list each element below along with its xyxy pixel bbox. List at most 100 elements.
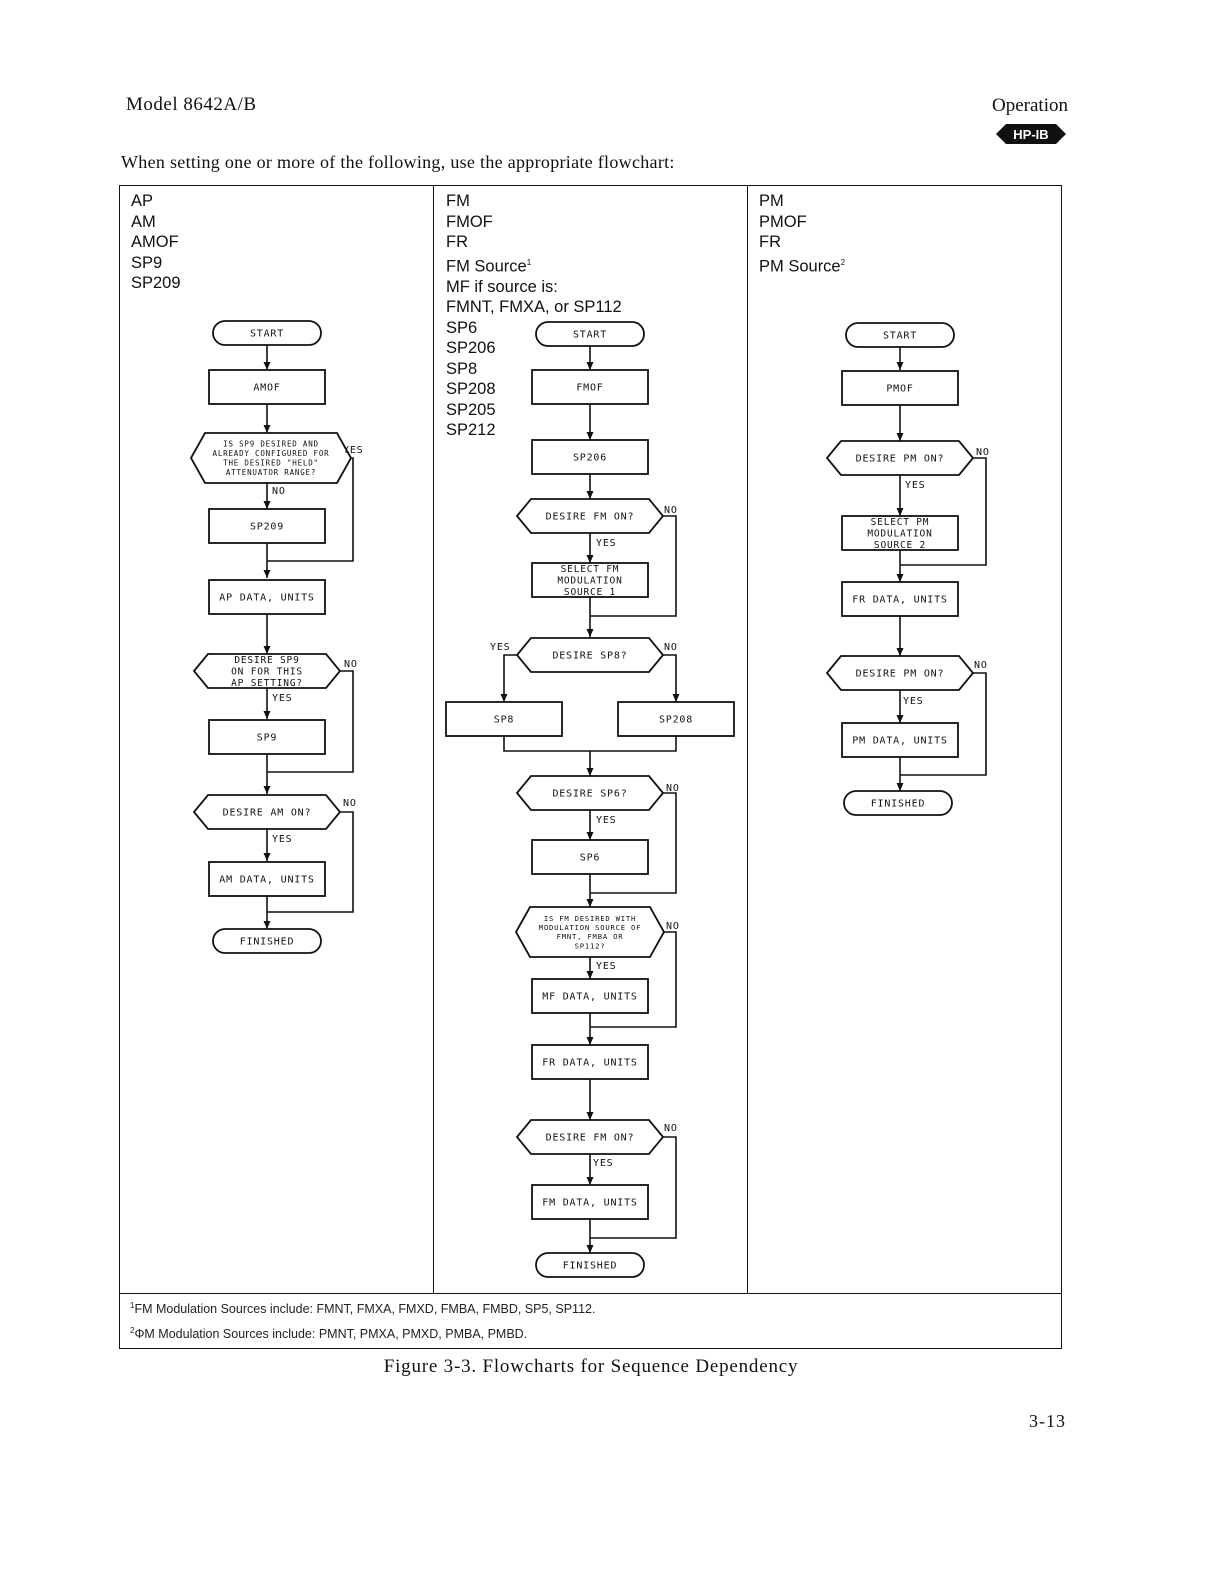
process-node-fr-data [531, 1044, 649, 1080]
no-label: NO [974, 660, 988, 671]
command-list-item: FR [446, 232, 622, 253]
process-node-pm-data [841, 722, 959, 758]
command-list-item: FM Source1 [446, 253, 622, 277]
command-list-item: SP9 [131, 253, 181, 274]
process-node-ap-data [208, 579, 326, 615]
command-list-item: SP208 [446, 379, 622, 400]
command-list-label: SP6 [446, 318, 478, 337]
process-label-sp6: SP6 [580, 853, 600, 864]
no-branch-line [900, 457, 987, 566]
arrowhead [586, 629, 594, 637]
process-node-fr-data [841, 581, 959, 617]
arrowhead [896, 362, 904, 370]
arrowhead [263, 646, 271, 654]
terminal-node-finished [843, 790, 953, 816]
decision-label-q-pm-on-1: DESIRE PM ON? [856, 454, 945, 465]
process-node-am-data [208, 861, 326, 897]
command-list-item: SP212 [446, 420, 622, 441]
process-label-sp8: SP8 [494, 715, 514, 726]
process-label-pm-data: PM DATA, UNITS [852, 736, 948, 747]
decision-node-q-am-on [192, 794, 342, 830]
command-list-item: FMNT, FMXA, or SP112 [446, 297, 622, 318]
process-label-fr-data: FR DATA, UNITS [542, 1058, 638, 1069]
yes-label: YES [903, 696, 923, 707]
process-node-sp9 [208, 719, 326, 755]
command-list-item: FR [759, 232, 845, 253]
process-label-sp206: SP206 [573, 453, 607, 464]
process-label-pmof: PMOF [886, 384, 913, 395]
no-branch-line [267, 811, 354, 913]
footnote-mark: 2 [840, 257, 846, 267]
process-label-select-fm-source: MODULATION [557, 575, 622, 586]
decision-node-q-fm-on-1 [515, 498, 665, 534]
decision-label-q-sp6: DESIRE SP6? [552, 789, 627, 800]
no-label: NO [976, 447, 990, 458]
no-label: NO [666, 783, 680, 794]
no-label: NO [343, 798, 357, 809]
footnote-1: 1FM Modulation Sources include: FMNT, FM… [130, 1301, 595, 1316]
no-branch-line [590, 931, 677, 1028]
arrowhead [263, 921, 271, 929]
no-branch-line [590, 515, 677, 617]
process-label-select-pm-source: SELECT PM [871, 517, 930, 528]
process-label-fr-data: FR DATA, UNITS [852, 595, 948, 606]
decision-label-q-sp9-on: ON FOR THIS [231, 666, 303, 677]
terminal-node-start [535, 321, 645, 347]
process-node-fmof [531, 369, 649, 405]
command-list-label: SP212 [446, 421, 496, 439]
decision-label-q-fm-source: FMNT, FMBA OR [557, 932, 624, 941]
process-label-select-pm-source: SOURCE 2 [874, 540, 926, 551]
yes-label: YES [596, 961, 616, 972]
arrowhead [586, 362, 594, 370]
figure-caption: Figure 3-3. Flowcharts for Sequence Depe… [383, 1356, 799, 1377]
yes-label: YES [905, 480, 925, 491]
decision-label-q-sp9-held: ALREADY CONFIGURED FOR [213, 449, 330, 458]
yes-label: YES [272, 834, 292, 845]
yes-label: YES [490, 642, 510, 653]
decision-node-q-sp8 [515, 637, 665, 673]
yes-label: YES [596, 815, 616, 826]
process-node-mf-data [531, 978, 649, 1014]
decision-label-q-sp9-held: THE DESIRED "HELD" [223, 458, 319, 467]
decision-node-q-sp9-held [189, 432, 353, 484]
decision-node-q-fm-on-2 [515, 1119, 665, 1155]
command-list-item: PM Source2 [759, 253, 845, 277]
command-list-item: SP209 [131, 273, 181, 294]
command-list-item: FMOF [446, 212, 622, 233]
command-list-item: PMOF [759, 212, 845, 233]
command-list-item: FM [446, 191, 622, 212]
decision-label-q-fm-source: MODULATION SOURCE OF [539, 923, 642, 932]
decision-node-q-pm-on-2 [825, 655, 975, 691]
footnote-mark: 1 [526, 257, 532, 267]
arrowhead [586, 1112, 594, 1120]
command-list-label: FR [759, 233, 781, 251]
terminal-label-finished: FINISHED [240, 937, 295, 948]
no-branch-line [663, 654, 677, 702]
command-list-label: MF if source is: [446, 277, 558, 296]
command-list-label: SP209 [131, 274, 181, 292]
arrowhead [263, 711, 271, 719]
footnote-2: 2ΦM Modulation Sources include: PMNT, PM… [130, 1326, 527, 1341]
footnote-text: ΦM Modulation Sources include: PMNT, PMX… [134, 1327, 528, 1342]
flowchart-table [119, 185, 1062, 1349]
command-list-item: MF if source is: [446, 277, 622, 298]
decision-label-q-pm-on-2: DESIRE PM ON? [856, 669, 945, 680]
process-node-sp209 [208, 508, 326, 544]
arrowhead [586, 971, 594, 979]
terminal-label-start: START [573, 330, 607, 341]
no-label: NO [666, 921, 680, 932]
command-list-item: AM [131, 212, 181, 233]
decision-node-q-pm-on-1 [825, 440, 975, 476]
arrowhead [263, 786, 271, 794]
arrowhead [586, 1245, 594, 1253]
command-list-label: AM [131, 212, 156, 231]
hpib-badge-label: HP-IB [1013, 127, 1048, 142]
process-node-select-pm-source [841, 515, 959, 551]
command-list-label: FMNT, FMXA, or SP112 [446, 298, 622, 316]
decision-label-q-fm-on-2: DESIRE FM ON? [546, 1133, 635, 1144]
terminal-label-start: START [883, 331, 917, 342]
command-list-item: SP206 [446, 338, 622, 359]
arrowhead [586, 1177, 594, 1185]
decision-node-q-sp9-on [192, 653, 342, 689]
